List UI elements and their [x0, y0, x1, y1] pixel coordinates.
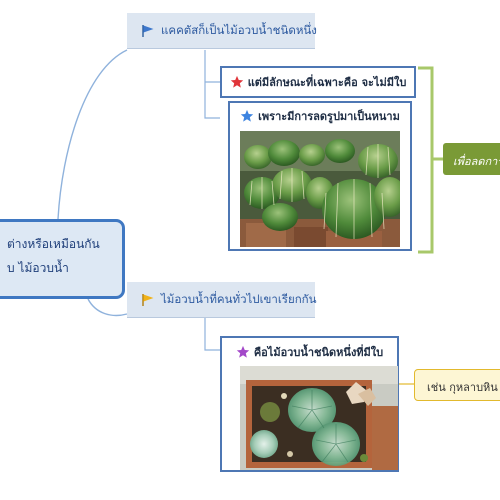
topic-succulent-label: ไม้อวบน้ำที่คนทั่วไปเขาเรียกกัน [161, 291, 317, 306]
callout-bracket [418, 66, 443, 254]
topic-cactus[interactable]: แคคตัสก็เป็นไม้อวบน้ำชนิดหนึ่ง [127, 13, 317, 49]
connector-topic1-sub [204, 50, 220, 119]
cactus-photo [240, 131, 400, 247]
star-icon [230, 75, 243, 88]
star-icon [240, 109, 254, 122]
callout-reduce[interactable]: เพื่อลดการ [443, 143, 500, 175]
flag-icon [142, 293, 154, 306]
root-topic[interactable]: ต่างหรือเหมือนกัน บ ไม้อวบน้ำ [0, 219, 125, 299]
subtopic-spines[interactable]: เพราะมีการลดรูปมาเป็นหนาม [228, 101, 412, 251]
topic-cactus-label: แคคตัสก็เป็นไม้อวบน้ำชนิดหนึ่ง [161, 22, 317, 37]
callout-example-label: เช่น กุหลาบหิน ฮ [427, 381, 500, 394]
star-icon [236, 345, 250, 358]
root-topic-line1: ต่างหรือเหมือนกัน [7, 237, 100, 251]
topic-succulent[interactable]: ไม้อวบน้ำที่คนทั่วไปเขาเรียกกัน [127, 282, 317, 318]
connector-root-topic1 [57, 49, 128, 220]
callout-example[interactable]: เช่น กุหลาบหิน ฮ [414, 369, 500, 401]
subtopic-has-leaves-label: คือไม้อวบน้ำชนิดหนึ่งที่มีใบ [253, 346, 384, 359]
subtopic-no-leaves-label: แต่มีลักษณะที่เฉพาะคือ จะไม่มีใบ [247, 76, 407, 89]
root-topic-line2: บ ไม้อวบน้ำ [7, 261, 69, 275]
subtopic-spines-label: เพราะมีการลดรูปมาเป็นหนาม [258, 110, 400, 123]
subtopic-has-leaves[interactable]: คือไม้อวบน้ำชนิดหนึ่งที่มีใบ [220, 336, 399, 472]
connector-root-topic2 [87, 298, 128, 317]
succulent-photo [240, 366, 398, 470]
callout-reduce-label: เพื่อลดการ [453, 155, 500, 168]
flag-icon [142, 24, 154, 37]
connector-topic2-sub [204, 318, 220, 351]
subtopic-no-leaves[interactable]: แต่มีลักษณะที่เฉพาะคือ จะไม่มีใบ [220, 66, 416, 98]
